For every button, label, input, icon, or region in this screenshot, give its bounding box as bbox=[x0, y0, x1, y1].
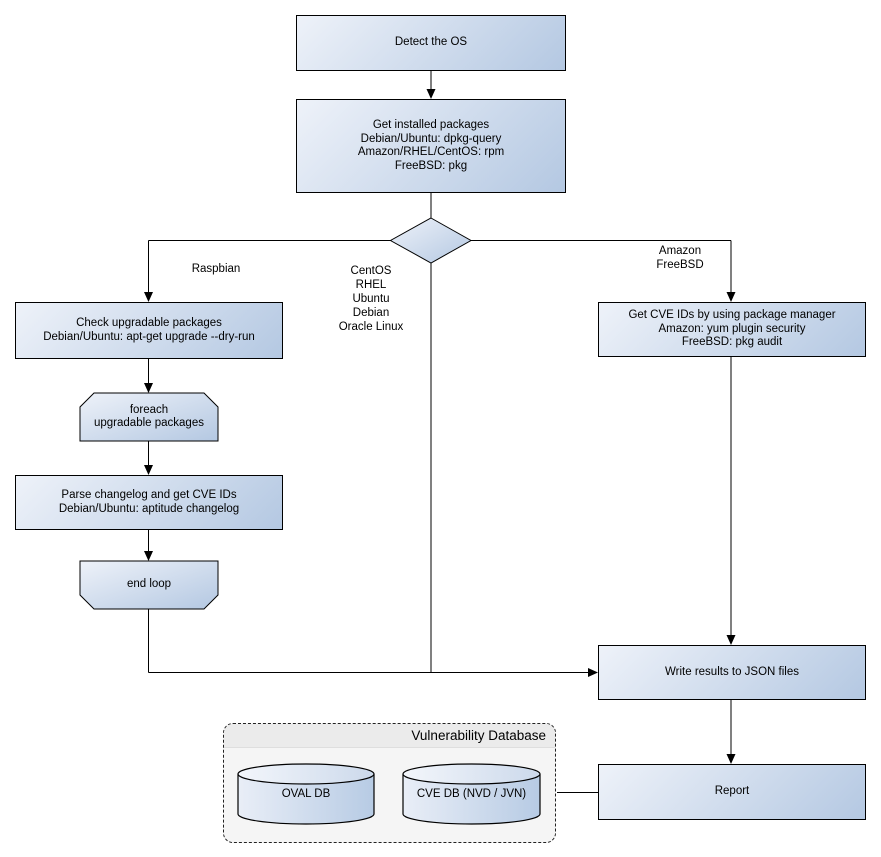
node-text-line: Amazon/RHEL/CentOS: rpm bbox=[357, 146, 505, 158]
cylinder-body bbox=[237, 774, 375, 825]
branch-label-line: Amazon bbox=[658, 245, 702, 257]
branch-label-line: Oracle Linux bbox=[338, 321, 404, 333]
node-text-line: Get installed packages bbox=[372, 119, 490, 131]
oval-db-cylinder bbox=[237, 763, 375, 825]
cve-db-label: CVE DB (NVD / JVN) bbox=[416, 788, 527, 800]
arrowhead-down-icon bbox=[144, 383, 153, 393]
node-write-results: Write results to JSON files bbox=[598, 645, 866, 700]
oval-db-label: OVAL DB bbox=[281, 788, 331, 800]
node-get-installed-packages: Get installed packages Debian/Ubuntu: dp… bbox=[296, 99, 566, 193]
node-end-loop: end loop bbox=[80, 561, 218, 609]
node-text-line: Detect the OS bbox=[394, 36, 468, 49]
arrowhead-down-icon bbox=[144, 551, 153, 561]
arrowhead-down-icon bbox=[426, 89, 436, 99]
node-text-line: end loop bbox=[126, 578, 172, 591]
arrowhead-down-icon bbox=[144, 292, 153, 302]
arrowhead-right-icon bbox=[588, 668, 598, 677]
decision-diamond bbox=[389, 217, 473, 264]
arrowhead-down-icon bbox=[726, 292, 736, 302]
arrowhead-down-icon bbox=[144, 465, 153, 475]
node-text-line: FreeBSD: pkg audit bbox=[681, 336, 783, 349]
node-foreach-loop: foreach upgradable packages bbox=[80, 393, 218, 441]
node-text-line: FreeBSD: pkg bbox=[394, 159, 468, 172]
node-text-line: Report bbox=[714, 785, 750, 798]
node-text-line: Debian/Ubuntu: aptitude changelog bbox=[58, 502, 240, 515]
cylinder-top bbox=[402, 763, 541, 785]
node-text-line: upgradable packages bbox=[94, 417, 204, 429]
cylinder-body bbox=[402, 774, 541, 825]
node-text-line: Debian/Ubuntu: dpkg-query bbox=[360, 132, 502, 145]
end-loop-shape bbox=[79, 560, 219, 610]
node-text-line: Debian/Ubuntu: apt-get upgrade --dry-run bbox=[43, 330, 255, 343]
branch-label-line: CentOS bbox=[350, 265, 392, 277]
cve-db-cylinder bbox=[402, 763, 541, 825]
node-text-line: Write results to JSON files bbox=[665, 665, 799, 678]
branch-label-line: Ubuntu bbox=[352, 293, 390, 305]
arrowhead-down-icon bbox=[726, 754, 736, 764]
foreach-shape bbox=[79, 392, 219, 442]
cylinder-top bbox=[237, 763, 375, 785]
arrowheads bbox=[144, 89, 736, 764]
node-text-line: Get CVE IDs by using package manager bbox=[628, 309, 836, 322]
node-text-line: Parse changelog and get CVE IDs bbox=[61, 489, 237, 501]
node-detect-os: Detect the OS bbox=[296, 15, 566, 71]
node-report: Report bbox=[598, 764, 866, 820]
connector-lines bbox=[148, 71, 732, 793]
node-text-line: Amazon: yum plugin security bbox=[658, 322, 806, 335]
node-get-cve-ids: Get CVE IDs by using package manager Ama… bbox=[598, 302, 866, 357]
branch-label-middle-os: CentOS RHEL Ubuntu Debian Oracle Linux bbox=[311, 264, 431, 334]
node-text-line: foreach bbox=[129, 403, 169, 416]
node-parse-changelog: Parse changelog and get CVE IDs Debian/U… bbox=[15, 475, 283, 530]
branch-label-line: Debian bbox=[352, 307, 390, 319]
node-text-line: Check upgradable packages bbox=[76, 317, 222, 329]
branch-label-amazon-freebsd: Amazon FreeBSD bbox=[630, 244, 730, 272]
branch-label-line: FreeBSD bbox=[656, 259, 704, 271]
branch-label-line: RHEL bbox=[355, 279, 387, 291]
branch-label-line: Raspbian bbox=[191, 263, 241, 275]
branch-label-raspbian: Raspbian bbox=[161, 262, 271, 276]
vulnerability-database-title: Vulnerability Database bbox=[224, 724, 555, 748]
arrowhead-down-icon bbox=[726, 635, 736, 645]
node-check-upgradable-packages: Check upgradable packages Debian/Ubuntu:… bbox=[15, 302, 283, 359]
